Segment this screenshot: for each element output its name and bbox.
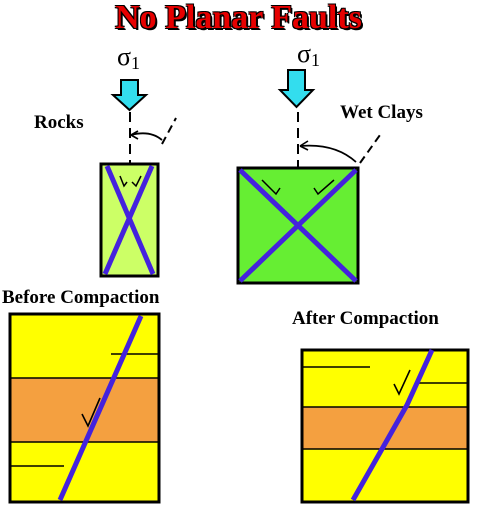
layer-orange: [10, 378, 159, 442]
fault-line: [238, 168, 358, 283]
slip-tick: [119, 175, 128, 188]
sigma-subscript: 1: [131, 53, 141, 73]
page-title: No Planar Faults: [115, 0, 362, 36]
angle-arc: [299, 144, 357, 163]
before-compaction-label: Before Compaction: [2, 287, 160, 308]
sigma1-label-clays: σ1: [297, 41, 320, 73]
layer-yellow-top: [10, 314, 159, 378]
sigma-subscript: 1: [311, 50, 321, 70]
layer-yellow-top: [302, 350, 468, 407]
after-compaction-label: After Compaction: [292, 308, 439, 329]
arc-arrowhead: [299, 140, 309, 151]
after-compaction-panel: [300, 348, 470, 504]
rocks-panel: [99, 79, 177, 278]
check-mark: [81, 397, 101, 428]
block-frame: [300, 348, 470, 504]
fault-plane-dashed: [161, 117, 177, 145]
before-compaction-panel: [8, 312, 161, 504]
sigma1-label-rocks: σ1: [117, 44, 140, 76]
sigma1-arrow-rocks: [110, 79, 149, 112]
angle-arc: [130, 132, 163, 141]
slip-tick: [313, 179, 335, 196]
layer-yellow-bottom: [302, 449, 468, 502]
fault-line: [104, 165, 156, 275]
block-frame: [8, 312, 161, 504]
arc-arrowhead: [130, 130, 139, 140]
wet-clays-label: Wet Clays: [340, 102, 423, 123]
rocks-label: Rocks: [34, 112, 84, 133]
layer-yellow-bottom: [10, 442, 159, 502]
sigma1-arrow-clays: [277, 69, 316, 109]
slip-tick: [261, 179, 281, 196]
wet-clays-panel: [236, 69, 381, 285]
fault-line: [57, 314, 144, 502]
check-mark: [393, 369, 411, 396]
fault-plane-dashed: [359, 134, 381, 164]
sigma-symbol: σ: [117, 42, 132, 71]
sigma-symbol: σ: [297, 39, 312, 68]
slip-tick: [131, 175, 142, 188]
fault-line: [350, 348, 435, 502]
